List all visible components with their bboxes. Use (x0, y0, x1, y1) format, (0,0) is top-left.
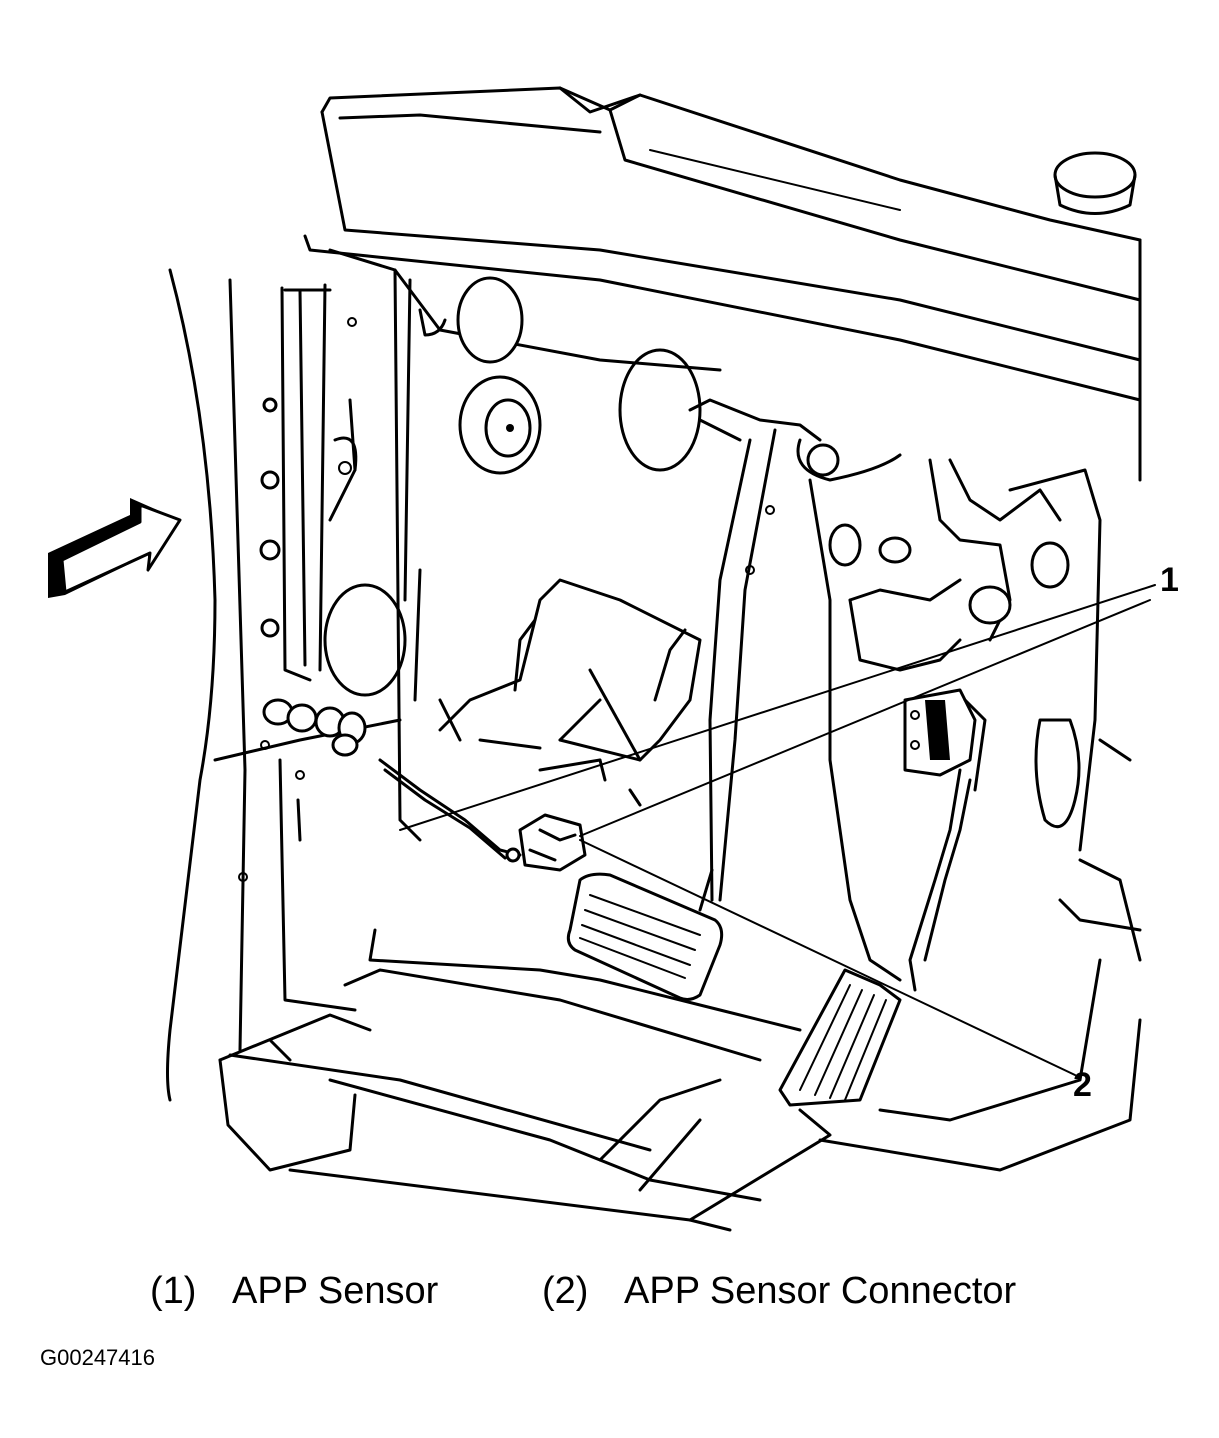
support-brace (688, 398, 902, 902)
view-arrow-icon (48, 498, 182, 598)
legend-number: (2) (542, 1270, 589, 1312)
accelerator-pedal (778, 968, 902, 1107)
legend-number: (1) (150, 1270, 197, 1312)
firewall-panel (323, 248, 722, 842)
leader-lines (399, 584, 1156, 1076)
dashboard-outline (303, 86, 1142, 482)
footwell-illustration (48, 86, 1156, 1232)
figure-id: G00247416 (40, 1345, 155, 1370)
brake-pedal (566, 868, 724, 1001)
center-opening (438, 578, 702, 807)
door-frame (166, 268, 402, 1102)
legend-item-app-sensor: (1) APP Sensor (150, 1270, 542, 1313)
legend-label: APP Sensor Connector (624, 1270, 1017, 1312)
callout-2: 2 (1073, 1066, 1092, 1104)
floor-sill (218, 898, 1142, 1232)
callout-1: 1 (1160, 561, 1179, 599)
legend: (1) APP Sensor (2) APP Sensor Connector (150, 1270, 1016, 1313)
pedal-bracket (808, 458, 1142, 982)
legend-item-app-sensor-connector: (2) APP Sensor Connector (542, 1270, 1016, 1313)
legend-label: APP Sensor (232, 1270, 439, 1312)
app-sensor (903, 688, 987, 992)
